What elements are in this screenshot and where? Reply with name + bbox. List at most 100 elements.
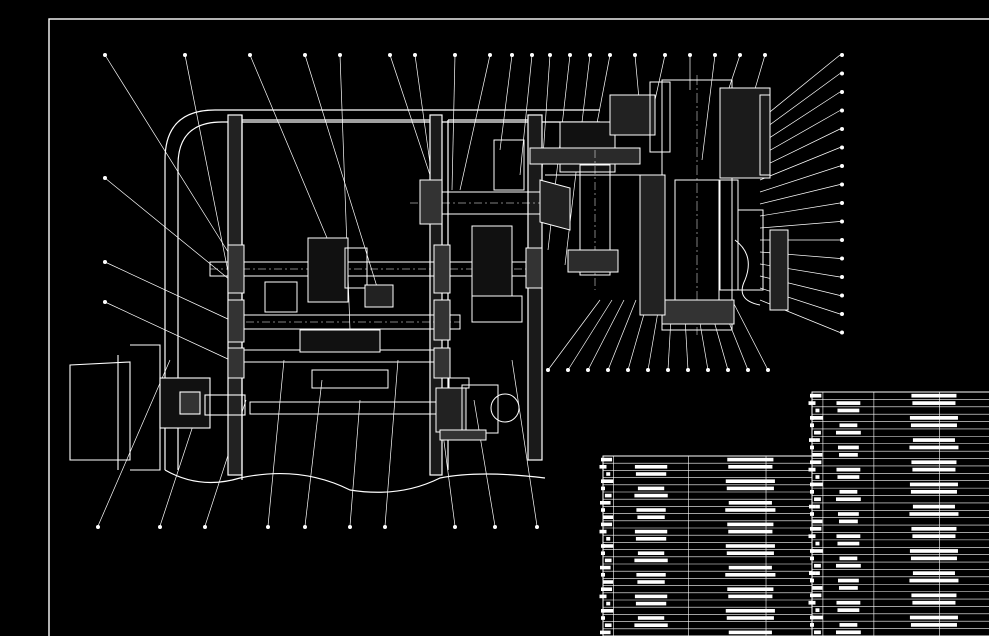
table-cell-text [602,609,614,613]
table-cell-text [912,571,955,575]
balloon-marker [840,293,844,298]
table-cell-text [912,438,955,442]
table-cell-text [728,630,772,635]
leader-line [731,299,769,371]
table-cell-text [634,493,668,498]
table-cell-text [909,549,958,553]
table-cell-text [599,465,607,469]
leader-line [104,54,231,256]
table-cell-text [909,445,959,450]
table-cell-text [839,556,858,561]
leader-line [511,359,538,527]
balloon-marker [840,312,844,316]
balloon-marker [840,108,844,113]
balloon-marker [646,368,650,372]
table-cell-text [634,623,668,627]
balloon-marker [663,53,667,57]
table-cell-text [814,497,821,502]
table-cell-text [601,522,605,527]
table-cell-text [602,479,614,483]
balloon-marker [183,53,187,57]
table-cell-text [837,408,860,413]
leader-line [104,261,231,321]
table-cell-text [812,549,823,553]
balloon-marker [738,53,742,57]
table-cell-text [727,522,774,527]
table-cell-text [810,445,814,450]
table-cell-text [810,423,814,428]
balloon-marker [608,53,612,57]
table-cell-text [728,594,773,599]
table-cell-text [603,515,614,519]
table-cell-text [727,457,774,462]
leader-line [759,91,841,145]
leader-line [349,399,361,527]
table-cell-text [837,445,859,450]
balloon-marker [688,53,692,57]
balloon-marker [413,53,417,57]
balloon-marker [588,53,592,57]
balloon-marker [388,53,392,57]
table-cell-text [837,608,860,612]
table-cell-text [637,515,665,519]
balloon-marker [840,127,844,131]
balloon-marker [96,525,100,529]
table-cell-text [836,467,861,472]
table-cell-text [600,630,606,635]
table-cell-text [602,544,614,548]
balloon-marker [840,71,844,76]
table-cell-text [726,616,774,620]
table-cell-text [728,465,773,469]
table-cell-text [726,486,774,491]
table-cell-text [909,615,958,620]
table-cell-text [601,486,605,491]
table-cell-text [910,623,957,627]
leader-line [304,54,379,291]
balloon-marker [348,525,352,529]
leader-line [654,54,666,101]
table-cell-text [911,393,957,398]
table-cell-text [838,519,858,524]
balloon-marker [535,525,539,529]
table-cell-text [912,600,956,605]
balloon-marker [606,368,610,372]
table-cell-text [810,416,814,420]
table-cell-text [813,460,822,465]
balloon-marker [548,53,552,57]
leader-line [759,165,841,193]
table-cell-text [604,522,613,527]
table-cell-text [911,526,957,531]
table-cell-text [836,401,861,405]
table-cell-text [835,563,861,568]
table-cell-text [911,460,957,465]
table-cell-text [634,594,668,599]
table-cell-text [601,573,605,577]
drawing-border [48,18,989,636]
table-cell-text [728,565,772,570]
table-cell-text [815,571,820,575]
table-cell-text [813,393,822,398]
table-cell-text [636,508,666,512]
table-cell-text [601,616,605,620]
balloon-marker [840,330,844,335]
balloon-marker [546,368,550,372]
leader-line [587,299,625,371]
table-cell-text [814,430,821,435]
electric-motor [69,344,246,471]
table-cell-text [600,565,606,570]
leader-line [267,359,285,527]
table-cell-text [911,593,957,598]
balloon-marker [203,525,207,529]
table-cell-text [603,580,614,584]
balloon-marker [766,368,770,372]
balloon-marker [493,525,497,529]
balloon-marker [303,53,307,57]
table-cell-text [836,600,861,605]
balloon-marker [763,53,767,57]
balloon-marker [103,260,107,264]
leader-line [547,299,601,371]
leader-line [759,110,841,157]
balloon-marker [713,53,717,57]
balloon-marker [840,53,844,57]
